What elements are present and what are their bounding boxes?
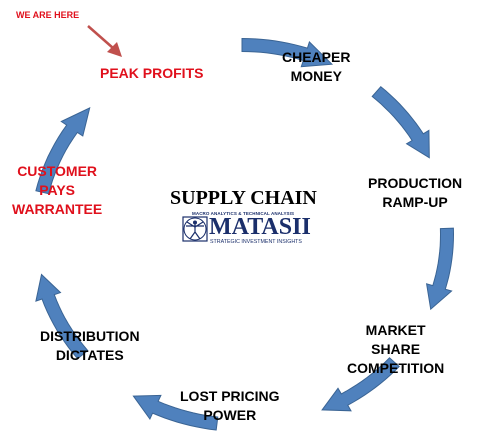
cycle-arrow <box>241 37 334 68</box>
step-line: LOST PRICING <box>180 388 280 404</box>
marker-arrow-head <box>107 42 122 57</box>
cycle-arrow <box>425 227 455 311</box>
cycle-arrow <box>371 86 430 159</box>
step-line: PAYS <box>39 182 76 198</box>
step-line: COMPETITION <box>347 360 445 376</box>
step-cheaper-money: CHEAPER MONEY <box>282 48 350 86</box>
vitruvian-man-icon <box>182 216 208 242</box>
step-lost-pricing-power: LOST PRICING POWER <box>180 387 280 425</box>
step-line: SHARE <box>371 341 421 357</box>
diagram-title: SUPPLY CHAIN <box>170 187 317 209</box>
cycle-arrow <box>35 273 89 360</box>
step-line: CHEAPER <box>282 49 351 65</box>
marker-label: WE ARE HERE <box>16 10 80 20</box>
step-line: POWER <box>203 407 257 423</box>
logo-wordmark: MATASII <box>209 214 311 240</box>
step-line: PRODUCTION <box>368 175 463 191</box>
step-line: MARKET <box>365 322 426 338</box>
cycle-arrow <box>132 394 219 431</box>
step-production-ramp-up: PRODUCTION RAMP-UP <box>368 174 462 212</box>
step-market-share-competition: MARKET SHARE COMPETITION <box>347 321 444 378</box>
logo-tagline: MACRO ANALYTICS & TECHNICAL ANALYSIS <box>192 211 295 216</box>
step-line: PEAK PROFITS <box>100 65 204 81</box>
step-line: MONEY <box>290 68 342 84</box>
cycle-arrow <box>321 357 400 412</box>
step-line: DICTATES <box>55 347 124 363</box>
step-line: RAMP-UP <box>382 194 448 210</box>
step-customer-pays-warrantee: CUSTOMER PAYS WARRANTEE <box>12 162 102 219</box>
marker-arrow-shaft <box>87 25 114 49</box>
step-line: CUSTOMER <box>17 163 98 179</box>
matasii-logo: MACRO ANALYTICS & TECHNICAL ANALYSIS MAT… <box>182 211 312 250</box>
step-distribution-dictates: DISTRIBUTION DICTATES <box>40 327 140 365</box>
step-peak-profits: PEAK PROFITS <box>100 64 203 83</box>
logo-subline: STRATEGIC INVESTMENT INSIGHTS <box>210 239 302 245</box>
step-line: DISTRIBUTION <box>40 328 140 344</box>
cycle-arrow <box>35 106 91 195</box>
step-line: WARRANTEE <box>12 201 103 217</box>
